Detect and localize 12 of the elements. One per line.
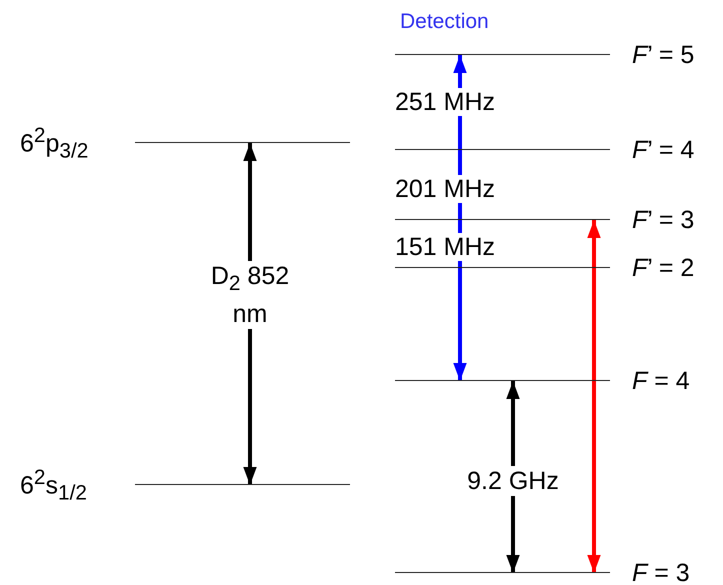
energy-level-line	[395, 267, 610, 268]
energy-level-line	[395, 219, 610, 220]
splitting-label: 201 MHz	[395, 175, 496, 203]
energy-level-line	[135, 484, 350, 485]
energy-level-line	[395, 380, 610, 381]
splitting-label: 251 MHz	[395, 88, 496, 116]
energy-level-line	[135, 142, 350, 143]
splitting-label: 151 MHz	[395, 233, 496, 261]
energy-level-line	[395, 149, 610, 150]
double-headed-arrow	[587, 220, 601, 573]
energy-level-line	[395, 54, 610, 55]
energy-level-line	[395, 572, 610, 573]
